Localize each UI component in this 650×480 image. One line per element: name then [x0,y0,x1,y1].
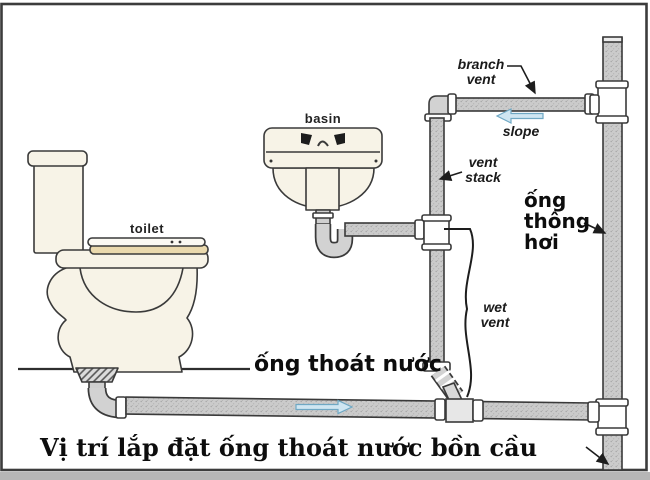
vent-stack-label-line1: vent [468,154,498,170]
pipe-coupling [434,398,446,421]
basin-mount-dot [374,159,378,163]
main-stack-group [587,36,629,471]
basin-top [263,127,383,169]
pipe-coupling [312,212,334,219]
tee-flange [595,427,629,436]
toilet-tank-lid [27,150,88,167]
tee-flange [595,115,629,124]
toilet-hinge-dot [178,240,182,244]
pipe-coupling [414,219,425,240]
pipe-coupling [115,396,127,419]
tee-flange [595,80,629,89]
toilet-tank [33,162,84,254]
vent-stack-group [421,117,484,423]
branch-vent-pipe [445,97,594,112]
basin-drain-pipe [344,222,420,237]
basin-drain-pipe-group [344,219,425,240]
tee-flange [595,398,629,407]
toilet-illustration [27,150,209,419]
toilet-hinge-dot [170,240,174,244]
stack-bottom-tee [597,402,627,432]
wet-vent-pipe [429,247,445,365]
tee-socket [589,94,600,115]
wet-vent-label-line2: vent [480,314,510,330]
faucet-spout-icon [317,140,329,147]
tee-flange [421,214,452,222]
toilet-flange [75,367,119,383]
basin-pedestal [305,167,340,211]
vent-stack-label: vent stack [447,155,519,185]
slope-arrow-icon [495,108,544,124]
branch-vent-label-line2: vent [466,71,496,87]
tee-flange [421,243,452,251]
pipe-coupling [447,93,457,115]
branch-vent-label-line1: branch [457,56,505,72]
faucet-handle-icon [334,133,345,145]
drain-pipe-vi-label: ống thoát nước [254,352,442,377]
stack-bottom-arrow [585,446,610,465]
p-trap [316,224,352,257]
toilet-bowl-inner-line [79,267,184,313]
toilet-seat-lid [87,237,206,247]
branch-vent-leader [507,65,536,95]
wet-vent-label-line1: wet [483,299,507,315]
pipe-coupling [472,399,484,422]
vent-pipe-vi-line3: hơi [524,230,559,254]
vent-stack-leader [438,170,463,181]
flow-arrow-icon [295,399,354,415]
wet-vent-label: wet vent [460,300,530,330]
toilet-bowl [46,265,198,373]
basin-label: basin [304,111,342,126]
vent-pipe-vi-line2: thông [524,209,591,233]
wye-fitting [445,398,474,423]
vent-stack-pipe [429,117,445,219]
branch-vent-label: branch vent [445,57,517,87]
slope-label: slope [502,123,540,139]
annotation-leaders [438,65,610,465]
caption: Vị trí lắp đặt ống thoát nước bồn cầu [40,433,538,462]
basin-mount-dot [269,159,273,163]
footer-strip [0,472,650,480]
basin-illustration [263,127,383,259]
stack-open-top [602,36,623,43]
tee-socket [587,401,600,423]
vent-pipe-vi-leader [583,222,607,234]
faucet-handle-icon [301,133,312,145]
stack-top-tee [597,84,627,120]
vent-stack-label-line2: stack [465,169,501,185]
vent-pipe-vi-label: ống thông hơi [524,190,590,253]
vent-pipe-vi-line1: ống [524,188,567,212]
wet-vent-brace [444,228,474,398]
toilet-label: toilet [129,221,165,236]
